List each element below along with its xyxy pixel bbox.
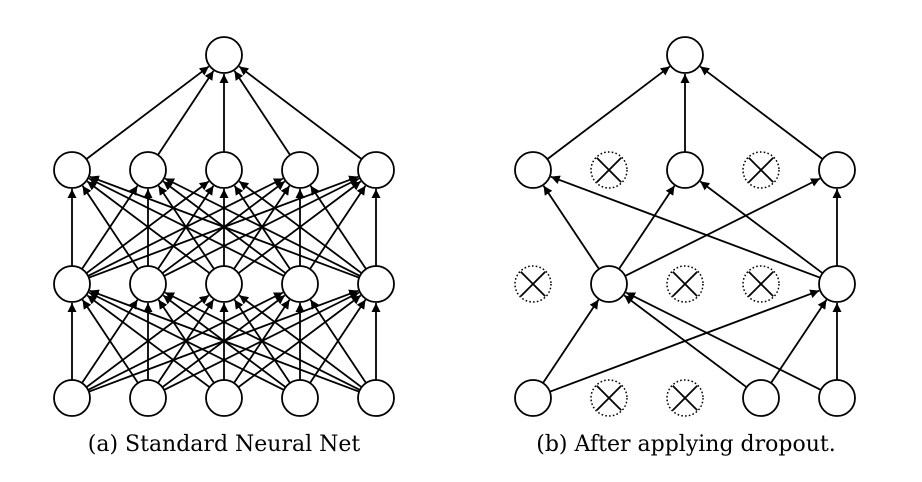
connection-arrow (550, 175, 821, 279)
dropped-unit-hidden1-3 (742, 265, 780, 303)
cross-mark (596, 157, 622, 183)
edges (542, 65, 842, 393)
connection-arrow (699, 65, 824, 160)
connection-arrow (164, 177, 361, 277)
connection-arrow (238, 180, 363, 274)
neuron-input-2 (205, 379, 243, 417)
connection-arrow (624, 177, 821, 277)
neuron-hidden2-0 (514, 151, 552, 189)
dropped-unit-input-1 (590, 379, 628, 417)
cross-mark (672, 385, 698, 411)
connection-arrow (86, 180, 211, 274)
neuron-hidden2-1 (129, 151, 167, 189)
neuron-input-1 (129, 379, 167, 417)
dropped-unit-hidden2-3 (742, 151, 780, 189)
neuron-hidden1-1 (590, 265, 628, 303)
neuron-hidden2-2 (205, 151, 243, 189)
connection-arrow (157, 70, 215, 156)
connection-arrow (86, 294, 211, 388)
neuron-input-4 (818, 379, 856, 417)
connection-arrow (546, 65, 671, 160)
dropped-unit-hidden2-1 (590, 151, 628, 189)
cross-mark (748, 271, 774, 297)
neuron-hidden2-2 (666, 151, 704, 189)
connection-arrow (89, 175, 360, 279)
neuron-hidden1-2 (205, 265, 243, 303)
neuron-hidden2-4 (818, 151, 856, 189)
connection-arrow (770, 299, 828, 384)
connection-arrow (309, 299, 367, 384)
dropped-unit-hidden1-0 (514, 265, 552, 303)
neuron-hidden2-3 (281, 151, 319, 189)
connection-arrow (699, 180, 824, 274)
neuron-output-0 (666, 36, 704, 74)
connection-arrow (542, 299, 600, 384)
cross-mark (748, 157, 774, 183)
connection-arrow (81, 185, 139, 270)
connection-arrow (625, 291, 822, 391)
edges (67, 65, 381, 393)
cross-mark (596, 385, 622, 411)
figure-dropout-net (514, 36, 856, 417)
neuron-input-0 (53, 379, 91, 417)
dropped-unit-input-2 (666, 379, 704, 417)
neuron-input-3 (281, 379, 319, 417)
connection-arrow (85, 65, 210, 160)
connection-arrow (623, 294, 748, 388)
dropped-unit-hidden1-2 (666, 265, 704, 303)
neuron-hidden1-4 (357, 265, 395, 303)
neuron-input-4 (357, 379, 395, 417)
neuron-input-3 (742, 379, 780, 417)
neuron-input-0 (514, 379, 552, 417)
connection-arrow (618, 185, 676, 270)
neuron-hidden2-4 (357, 151, 395, 189)
connection-arrow (238, 294, 363, 388)
neuron-hidden1-0 (53, 265, 91, 303)
connection-arrow (164, 291, 361, 391)
figure-standard-net (53, 36, 395, 417)
connection-arrow (238, 65, 363, 160)
connection-arrow (542, 185, 600, 270)
neuron-hidden1-1 (129, 265, 167, 303)
cross-mark (520, 271, 546, 297)
nodes (53, 36, 395, 417)
cross-mark (672, 271, 698, 297)
connection-arrow (309, 185, 367, 270)
connection-arrow (88, 291, 285, 391)
caption-dropout-net: (b) After applying dropout. (536, 432, 836, 457)
neuron-hidden1-4 (818, 265, 856, 303)
neuron-output-0 (205, 36, 243, 74)
caption-standard-net: (a) Standard Neural Net (87, 432, 361, 457)
connection-arrow (89, 289, 360, 393)
connection-arrow (233, 70, 291, 156)
connection-arrow (88, 177, 285, 277)
connection-arrow (81, 299, 139, 384)
neuron-hidden2-0 (53, 151, 91, 189)
neuron-hidden1-3 (281, 265, 319, 303)
nodes (514, 36, 856, 417)
